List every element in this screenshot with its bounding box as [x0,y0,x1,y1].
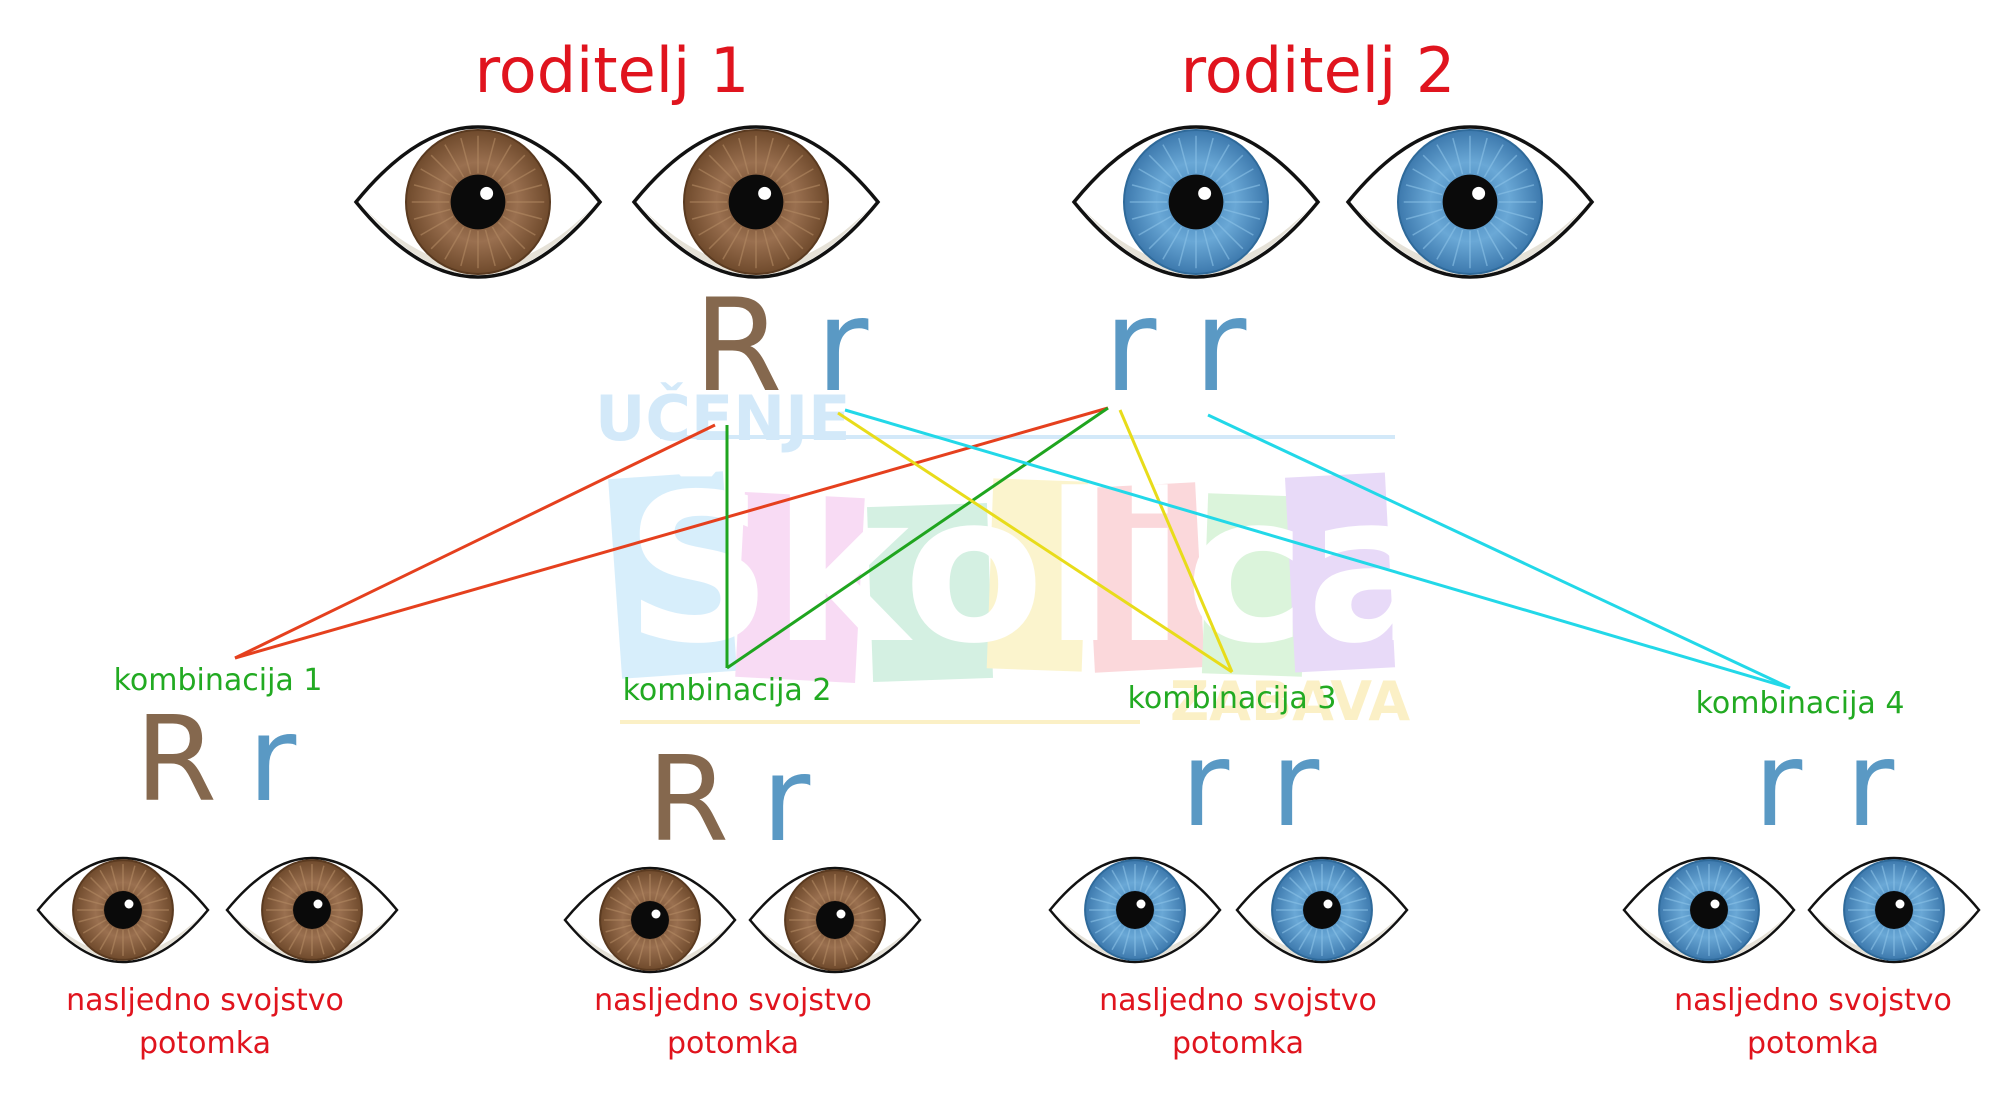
combination-4-label: kombinacija 4 [1696,686,1905,721]
combination-2-label: kombinacija 2 [623,673,832,708]
svg-text:UČENJE: UČENJE [595,382,851,455]
pupil [816,901,854,939]
combination-2-allele-1: R [647,730,729,868]
line-combo4-r2 [1207,413,1791,690]
combination-2-right-eye [748,866,922,974]
combination-1-trait-line2: potomka [139,1026,271,1061]
combination-3-left-eye [1048,856,1222,964]
combination-3-trait-line1: nasljedno svojstvo [1099,983,1377,1018]
combination-1-trait-line1: nasljedno svojstvo [66,983,344,1018]
parent-1-allele-2: r [816,272,869,421]
combination-3-allele-2: r [1271,715,1320,853]
pupil [450,174,506,230]
line-combo1-r [234,406,1109,660]
line-combo2-r [726,406,1109,670]
combination-4-trait-line1: nasljedno svojstvo [1674,983,1952,1018]
line-combo3-r2 [1118,409,1234,673]
parent-2-allele-2: r [1194,272,1247,421]
pupil [104,891,142,929]
line-combo3-r1 [837,411,1233,674]
parent-1-left-eye [353,125,603,279]
svg-text:Školica: Školica [625,449,1445,689]
parent-1-right-eye [631,125,881,279]
pupil [1116,891,1154,929]
combination-4-left-eye [1622,856,1796,964]
parent-2-left-eye [1071,125,1321,279]
skolica-watermark: UČENJE Školica ZABAVA [595,382,1445,733]
pupil [1442,174,1498,230]
combination-2-trait-line1: nasljedno svojstvo [594,983,872,1018]
pupil [728,174,784,230]
combination-4-allele-1: r [1754,715,1803,853]
combination-1-right-eye [225,856,399,964]
pupil [1690,891,1728,929]
combination-3-allele-1: r [1181,715,1230,853]
pupil [631,901,669,939]
pupil [1168,174,1224,230]
parent-2-label: roditelj 2 [1181,34,1456,107]
parent-1-label: roditelj 1 [475,34,750,107]
pupil [1303,891,1341,929]
combination-1-left-eye [36,856,210,964]
parent-2-right-eye [1345,125,1595,279]
combination-3-label: kombinacija 3 [1128,681,1337,716]
combination-2-trait-line2: potomka [667,1026,799,1061]
pupil [293,891,331,929]
combination-4-trait-line2: potomka [1747,1026,1879,1061]
line-combo4-r1 [844,408,1791,690]
combination-1-label: kombinacija 1 [114,663,323,698]
combination-4-allele-2: r [1846,715,1895,853]
parent-eyes [353,125,1595,279]
combination-1-allele-1: R [135,690,217,828]
combination-3-trait-line2: potomka [1172,1026,1304,1061]
pupil [1875,891,1913,929]
combination-3-right-eye [1235,856,1409,964]
combination-1-allele-2: r [248,690,297,828]
parent-1-allele-1: R [694,272,783,421]
svg-text:ZABAVA: ZABAVA [1170,670,1410,733]
allele-connection-lines [234,406,1791,690]
combination-4-right-eye [1807,856,1981,964]
offspring-eyes [36,856,1981,974]
combination-2-allele-2: r [762,730,811,868]
parent-2-allele-1: r [1104,272,1157,421]
line-combo1-R [234,423,716,660]
combination-2-left-eye [563,866,737,974]
